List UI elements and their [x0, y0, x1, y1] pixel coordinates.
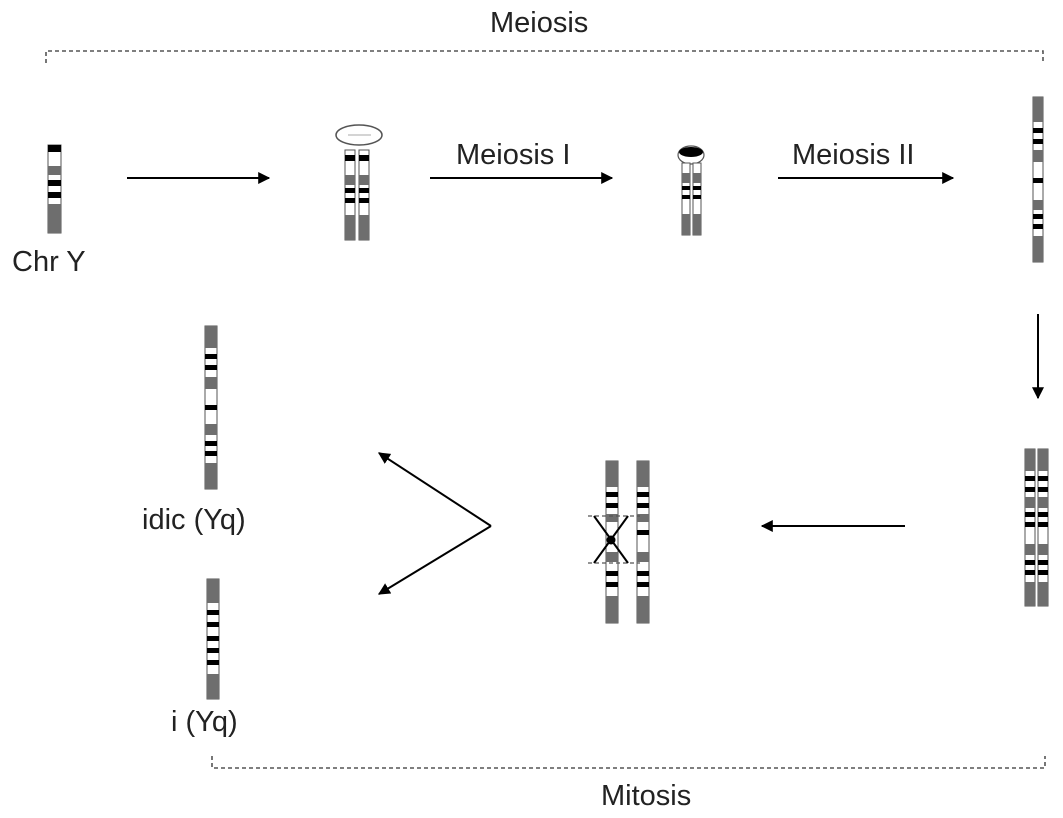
iso-yq-label: i (Yq) — [171, 706, 238, 738]
meiosis-1-product — [677, 145, 705, 236]
replicated-chromosome — [1024, 448, 1049, 607]
arrow-to-iso — [377, 525, 492, 595]
meiosis-2-product — [1032, 96, 1044, 263]
paired-chromatids — [335, 124, 383, 241]
crossover-chromatids — [588, 460, 650, 624]
arrow-to-idic — [377, 452, 492, 527]
meiosis-1-label: Meiosis I — [456, 139, 571, 171]
crossover-point — [606, 535, 616, 545]
mitosis-bracket — [211, 756, 1046, 769]
idic-yq-chromosome — [204, 325, 218, 490]
idic-yq-label: idic (Yq) — [142, 504, 246, 536]
meiosis-bracket — [45, 50, 1044, 63]
chromosome-y — [47, 144, 62, 234]
chr-y-label: Chr Y — [12, 246, 86, 278]
meiosis-bracket-label: Meiosis — [490, 7, 589, 39]
iso-yq-chromosome — [206, 578, 220, 700]
meiosis-2-label: Meiosis II — [792, 139, 915, 171]
mitosis-bracket-label: Mitosis — [601, 780, 692, 812]
